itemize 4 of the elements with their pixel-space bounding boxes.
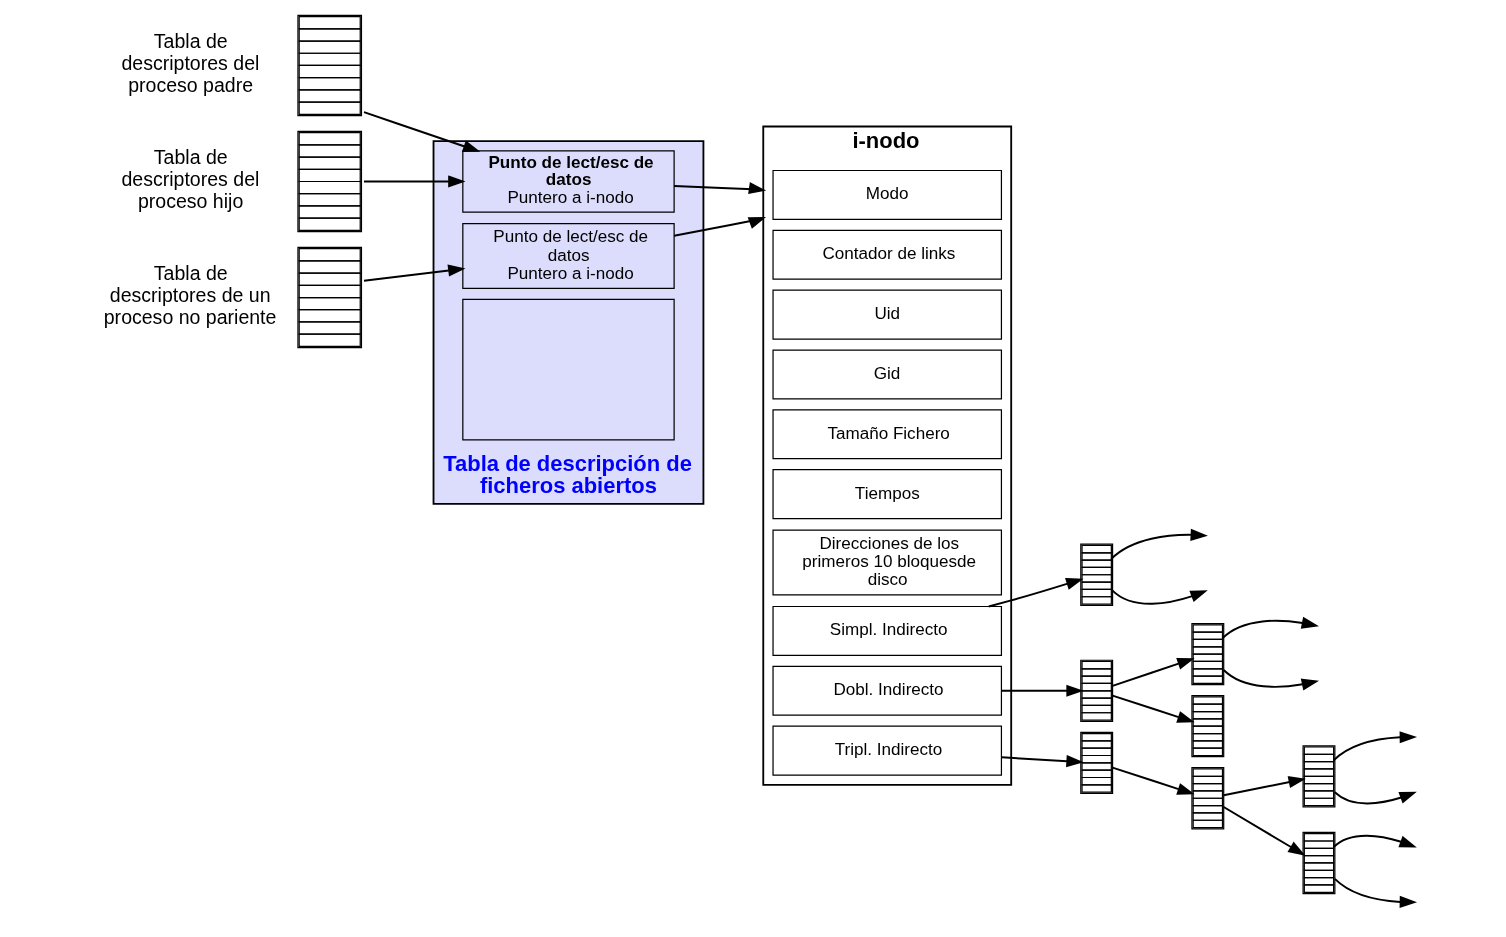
- node-label: Tabla de descripción de ficheros abiertos: [442, 451, 692, 499]
- node-label: Tabla de descriptores del proceso padre: [120, 30, 259, 97]
- node-label: Tabla de descriptores del proceso hijo: [120, 146, 259, 213]
- node-label: Tabla de descriptores de un proceso no pariente: [103, 262, 276, 329]
